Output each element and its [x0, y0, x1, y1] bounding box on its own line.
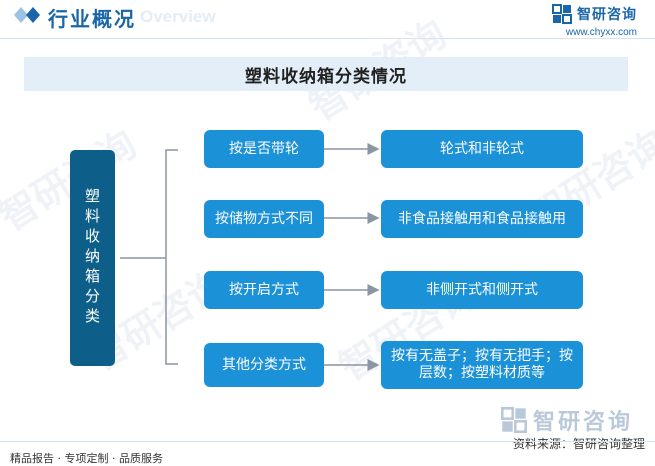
tree-bracket [165, 149, 178, 365]
footer-brand-name: 智研咨询 [532, 410, 633, 435]
result-label: 轮式和非轮式 [440, 140, 524, 157]
brand-name: 智研咨询 [577, 7, 637, 23]
double-chevron-icon [14, 7, 40, 23]
root-node-label: 塑料收纳箱分类 [83, 188, 101, 328]
footer-divider [0, 441, 655, 442]
brand: 智研咨询 [552, 4, 637, 24]
source-note: 资料来源：智研咨询整理 [512, 437, 645, 451]
category-node: 按是否带轮 [204, 130, 324, 168]
brand-url: www.chyxx.com [565, 27, 637, 38]
header: 行业概况 Overview 智研咨询 www.chyxx.com [0, 0, 655, 38]
category-label: 其他分类方式 [222, 356, 306, 373]
diagram-title-band: 塑料收纳箱分类情况 [24, 57, 628, 91]
category-node: 按储物方式不同 [204, 200, 324, 238]
result-node: 按有无盖子；按有无把手；按层数；按塑料材质等 [381, 341, 583, 389]
category-label: 按储物方式不同 [215, 210, 313, 227]
brand-logo-icon [500, 407, 527, 433]
footer-tagline: 精品报告 · 专项定制 · 品质服务 [10, 452, 163, 465]
section-ghost-text: Overview [140, 7, 216, 26]
result-label: 按有无盖子；按有无把手；按层数；按塑料材质等 [391, 348, 573, 381]
category-label: 按是否带轮 [229, 140, 299, 157]
section-title: 行业概况 [48, 7, 136, 31]
result-node: 非食品接触用和食品接触用 [381, 200, 583, 238]
root-node: 塑料收纳箱分类 [70, 150, 115, 366]
category-label: 按开启方式 [229, 281, 299, 298]
result-label: 非侧开式和侧开式 [426, 281, 538, 298]
result-label: 非食品接触用和食品接触用 [398, 210, 566, 227]
header-divider [0, 38, 655, 39]
result-node: 轮式和非轮式 [381, 130, 583, 168]
footer-brand: 智研咨询 [500, 404, 633, 436]
category-node: 其他分类方式 [204, 343, 324, 387]
result-node: 非侧开式和侧开式 [381, 271, 583, 309]
diagram-title: 塑料收纳箱分类情况 [245, 66, 407, 87]
category-node: 按开启方式 [204, 271, 324, 309]
brand-logo-icon [552, 4, 572, 24]
